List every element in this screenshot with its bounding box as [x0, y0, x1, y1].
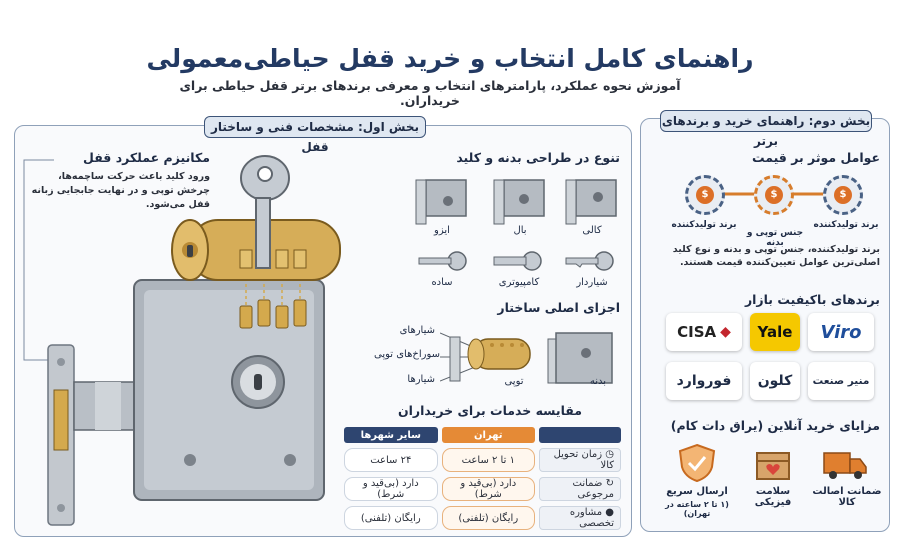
- lock-body-bal: [493, 179, 545, 225]
- parts-title: اجزای اصلی ساختار: [497, 300, 620, 315]
- body-label-kali: کالی: [582, 225, 602, 236]
- brand-viro-logo: Viro: [808, 313, 874, 351]
- brand-cisa-logo: ◆ CISA: [666, 313, 742, 351]
- part-label-cylinder-holes: سوراخ‌های توپی: [373, 349, 440, 360]
- left-panel-heading: بخش اول: مشخصات فنی و ساختار قفل: [204, 116, 426, 154]
- key-grooved-icon: [565, 251, 614, 271]
- shield-check-icon: [678, 443, 716, 483]
- online-item-label: ارسال سریع: [666, 486, 728, 497]
- key-label-grooved: شیاردار: [576, 277, 608, 288]
- variety-title: تنوع در طراحی بدنه و کلید: [456, 150, 620, 165]
- brands-title: برندهای باکیفیت بازار: [744, 292, 880, 307]
- price-factor-3: برند تولیدکننده: [671, 220, 737, 230]
- truck-icon: [823, 452, 867, 479]
- price-title: عوامل موثر بر قیمت: [751, 150, 880, 165]
- cell-tehran: دارد (بی‌قید و شرط): [441, 477, 535, 501]
- gear-icon: $: [754, 175, 794, 215]
- coin-icon: $: [834, 186, 852, 204]
- part-label-grooves-1: شیارهای: [399, 325, 435, 336]
- lock-body-kali: [565, 179, 617, 225]
- price-factor-1: برند تولیدکننده: [813, 220, 879, 230]
- coin-icon: $: [765, 186, 783, 204]
- lock-body-izo: [415, 179, 467, 225]
- price-factor-2: جنس توپی و بدنه: [746, 228, 804, 248]
- row-label: زمان تحویل کالا: [553, 449, 614, 471]
- body-label-bal: بال: [513, 225, 527, 236]
- clock-icon: ◷: [605, 449, 614, 460]
- table-row: ↻ ضمانت مرجوعی دارد (بی‌قید و شرط) دارد …: [344, 477, 621, 501]
- cell-other: دارد (بی‌قید و شرط): [344, 477, 438, 501]
- body-label-izo: ایزو: [434, 225, 450, 236]
- key-label-computer: کامپیوتری: [498, 277, 540, 288]
- price-note: برند تولیدکننده، جنس توپی و بدنه و نوع ک…: [672, 244, 880, 268]
- page-subtitle: آموزش نحوه عملکرد، پارامترهای انتخاب و م…: [179, 78, 681, 108]
- cell-tehran: رایگان (تلفنی): [441, 506, 535, 530]
- coin-icon: $: [696, 186, 714, 204]
- comparison-title: مقایسه خدمات برای خریداران: [397, 403, 583, 418]
- person-icon: ●: [605, 507, 614, 518]
- comparison-header-other: سایر شهرها: [344, 427, 438, 443]
- cell-other: ۲۴ ساعت: [344, 448, 438, 472]
- part-label-body: بدنه: [589, 376, 607, 387]
- row-label: مشاوره تخصصی: [569, 507, 614, 529]
- key-plain-icon: [418, 251, 467, 271]
- brand-forward-logo: فوروارد: [666, 362, 742, 400]
- table-row: ◷ زمان تحویل کالا ۱ تا ۲ ساعت ۲۴ ساعت: [344, 448, 621, 472]
- gear-icon: $: [685, 175, 725, 215]
- brand-yale-logo: Yale: [750, 313, 800, 351]
- cisa-mark-icon: ◆: [720, 324, 731, 340]
- comparison-header-empty: [539, 427, 621, 443]
- gear-icon: $: [823, 175, 863, 215]
- online-item-sub: (۱ تا ۲ ساعته در تهران): [665, 500, 729, 518]
- parts-illustration: [440, 332, 613, 384]
- comparison-header-tehran: تهران: [441, 427, 535, 443]
- mechanism-text: ورود کلید باعث حرکت ساچمه‌ها، چرخش توپی …: [31, 171, 210, 210]
- connector-line: [23, 159, 54, 361]
- comparison-table: تهران سایر شهرها ◷ زمان تحویل کالا ۱ تا …: [340, 422, 625, 535]
- table-row: ● مشاوره تخصصی رایگان (تلفنی) رایگان (تل…: [344, 506, 621, 530]
- row-label: ضمانت مرجوعی: [572, 478, 615, 500]
- brand-kolon-logo: کلون: [750, 362, 800, 400]
- part-label-cylinder: توپی: [504, 376, 524, 387]
- online-item-label: ضمانت اصالت کالا: [812, 486, 882, 508]
- part-label-grooves-2: شیارها: [407, 374, 435, 385]
- mortise-lock-illustration: [47, 155, 341, 526]
- box-heart-icon: [756, 452, 790, 480]
- return-icon: ↻: [605, 478, 614, 489]
- mechanism-title: مکانیزم عملکرد قفل: [83, 150, 210, 165]
- key-computer-icon: [493, 251, 542, 271]
- online-title: مزایای خرید آنلاین (یراق دات کام): [670, 418, 880, 433]
- online-item-label: سلامت فیزیکی: [754, 486, 792, 508]
- right-panel-heading: بخش دوم: راهنمای خرید و برندهای برتر: [660, 110, 872, 148]
- key-label-plain: ساده: [431, 277, 453, 288]
- page-title: راهنمای کامل انتخاب و خرید قفل حیاطی‌معم…: [146, 44, 754, 73]
- cell-tehran: ۱ تا ۲ ساعت: [441, 448, 535, 472]
- cell-other: رایگان (تلفنی): [344, 506, 438, 530]
- brand-monir-logo: منیر صنعت: [808, 362, 874, 400]
